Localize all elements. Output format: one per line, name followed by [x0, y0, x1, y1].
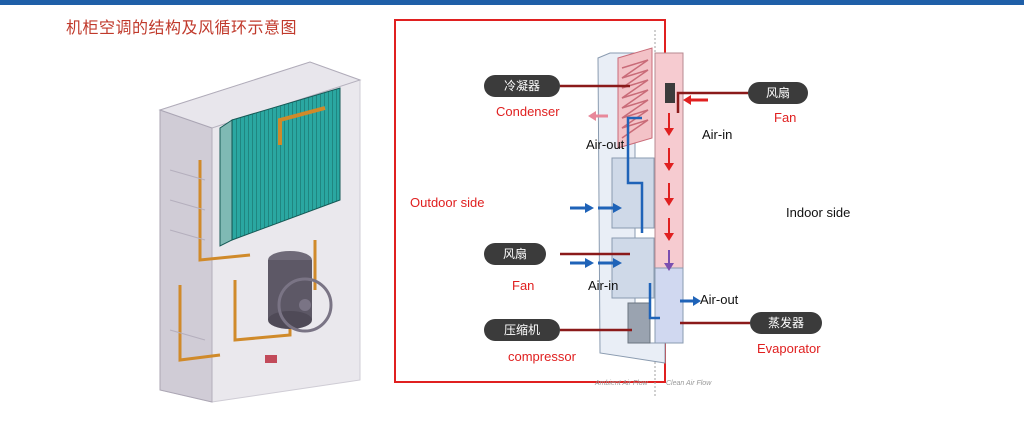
ambient-air-flow-label: Ambient Air Flow	[595, 380, 648, 387]
fan-outdoor-zh-label: 风扇	[484, 243, 546, 265]
fan-indoor-zh-label: 风扇	[748, 82, 808, 104]
indoor-inlet-arrow	[683, 95, 708, 105]
outdoor-inlet-arrows	[570, 203, 622, 268]
fan-indoor-en-label: Fan	[774, 110, 797, 125]
cabinet-ac-illustration	[158, 61, 362, 403]
compressor-zh-label: 压缩机	[484, 319, 560, 341]
airflow-diagram	[394, 19, 750, 396]
evaporator-zh-label: 蒸发器	[750, 312, 822, 334]
condenser-en-label: Condenser	[496, 104, 560, 119]
condenser-zh-label: 冷凝器	[484, 75, 560, 97]
compressor-shape	[627, 302, 651, 344]
indoor-flow-arrows	[664, 113, 674, 241]
clean-air-flow-label: Clean Air Flow	[666, 380, 712, 387]
indoor-air-out-label: Air-out	[700, 292, 739, 307]
leader-lines	[560, 84, 750, 332]
evaporator-coil	[654, 267, 684, 344]
indoor-side-label: Indoor side	[786, 205, 851, 220]
page-title: 机柜空调的结构及风循环示意图	[66, 18, 298, 37]
evaporator-en-label: Evaporator	[757, 341, 821, 356]
indoor-fan-shape	[665, 83, 675, 103]
fan-outdoor-en-label: Fan	[512, 278, 535, 293]
outdoor-air-out-label: Air-out	[586, 137, 625, 152]
top-accent-bar	[0, 0, 1024, 5]
outdoor-side-label: Outdoor side	[410, 195, 485, 210]
indoor-outlet-arrow	[680, 296, 701, 306]
compressor-en-label: compressor	[508, 349, 576, 364]
outdoor-air-in-label: Air-in	[588, 278, 619, 293]
outdoor-flow-lines	[626, 116, 660, 320]
indoor-air-in-label: Air-in	[702, 127, 733, 142]
condenser-outlet-arrow	[588, 111, 608, 121]
